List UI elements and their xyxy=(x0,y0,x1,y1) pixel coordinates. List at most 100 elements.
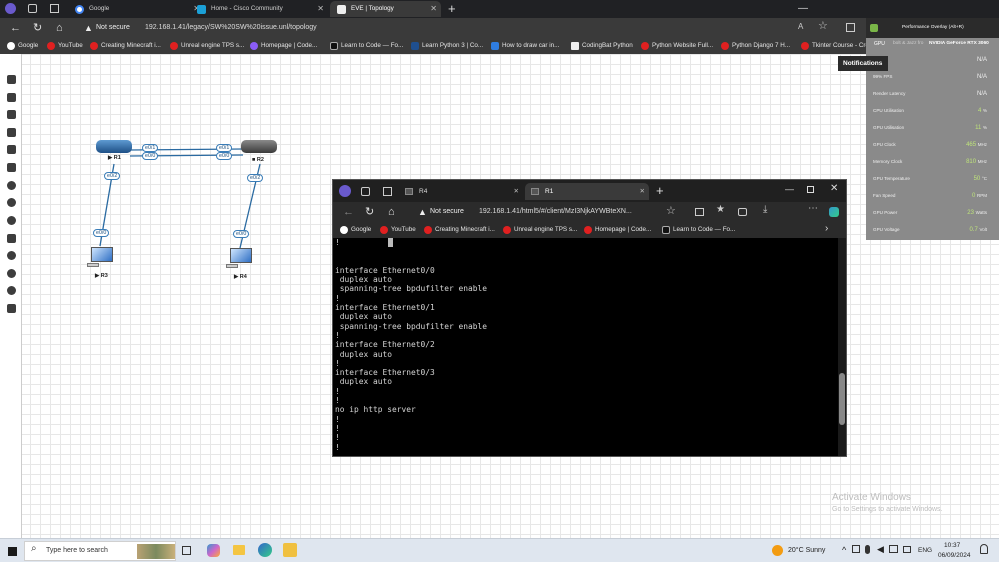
scrollbar-thumb[interactable] xyxy=(839,373,845,425)
close-tab-icon[interactable]: ✕ xyxy=(317,4,324,13)
bookmark[interactable]: Google xyxy=(339,224,371,236)
zoom-icon[interactable] xyxy=(7,198,16,207)
logout-icon[interactable] xyxy=(7,304,16,313)
bookmark[interactable]: YouTube xyxy=(379,224,416,236)
home-icon[interactable]: ⌂ xyxy=(388,206,395,218)
terminal-console[interactable]: ! interface Ethernet0/0 duplex auto span… xyxy=(333,238,838,456)
bookmark[interactable]: Learn Python 3 | Co... xyxy=(410,40,483,52)
tab-actions-icon[interactable] xyxy=(50,4,59,13)
networks-icon[interactable] xyxy=(7,110,16,119)
copilot-taskbar-icon[interactable] xyxy=(207,544,220,557)
close-window-button[interactable]: ✕ xyxy=(830,183,839,194)
read-aloud-icon[interactable]: A xyxy=(798,22,804,31)
bookmark[interactable]: Homepage | Code... xyxy=(583,224,651,236)
volume-icon[interactable]: ◀ xyxy=(877,544,884,554)
copilot-icon[interactable] xyxy=(829,207,839,217)
security-label[interactable]: Not secure xyxy=(96,24,130,31)
weather-text[interactable]: 20°C Sunny xyxy=(788,547,826,554)
interface-label[interactable]: e0/2 xyxy=(247,174,264,182)
new-tab-button[interactable]: + xyxy=(656,183,664,198)
notifications-panel[interactable]: Notifications xyxy=(838,56,888,71)
bookmark[interactable]: Python Django 7 H... xyxy=(720,40,790,52)
router-r2[interactable] xyxy=(241,140,277,156)
workspaces-icon[interactable] xyxy=(28,4,37,13)
bookmark[interactable]: Tkinter Course - Cre... xyxy=(800,40,874,52)
clock-date[interactable]: 06/09/2024 xyxy=(938,552,971,559)
terminal-scrollbar[interactable] xyxy=(838,238,846,456)
power-icon[interactable] xyxy=(7,286,16,295)
windows-start-icon[interactable] xyxy=(8,547,17,556)
favorite-star-icon[interactable]: ☆ xyxy=(666,205,676,217)
collections-icon[interactable] xyxy=(738,208,747,216)
more-menu-icon[interactable]: ⋯ xyxy=(808,203,818,214)
pc-r3[interactable] xyxy=(87,247,115,269)
home-icon[interactable]: ⌂ xyxy=(56,22,63,34)
tab-google[interactable]: Google✕ xyxy=(68,1,204,17)
pc-r4[interactable] xyxy=(226,248,254,270)
address-field[interactable]: 192.168.1.41/html5/#/client/MzI3NjkAYWBt… xyxy=(479,208,632,215)
bookmark[interactable]: Creating Minecraft i... xyxy=(423,224,495,236)
add-object-icon[interactable] xyxy=(7,75,16,84)
network-icon[interactable] xyxy=(852,545,860,553)
wifi-icon[interactable] xyxy=(889,545,898,553)
refresh-topology-icon[interactable] xyxy=(7,181,16,190)
interface-label[interactable]: e0/0 xyxy=(233,230,250,238)
language-indicator[interactable]: ENG xyxy=(918,547,933,554)
notification-bell-icon[interactable] xyxy=(980,544,988,554)
status-icon[interactable] xyxy=(7,216,16,225)
app-icon[interactable] xyxy=(283,543,297,557)
back-icon[interactable]: ← xyxy=(10,22,21,34)
bookmark[interactable]: Python Website Full... xyxy=(640,40,713,52)
bookmark[interactable]: Creating Minecraft i... xyxy=(89,40,161,52)
refresh-icon[interactable]: ↻ xyxy=(33,22,43,34)
edge-icon[interactable] xyxy=(258,543,272,557)
tab-eve-topology[interactable]: EVE | Topology✕ xyxy=(330,1,441,17)
bookmark[interactable]: Learn to Code — Fo... xyxy=(329,40,403,52)
list-icon[interactable] xyxy=(7,145,16,154)
tab-r4[interactable]: R4 ✕ xyxy=(399,183,523,200)
close-tab-icon[interactable]: ✕ xyxy=(639,188,645,195)
lab-details-icon[interactable] xyxy=(7,234,16,243)
node-label-r2[interactable]: ■ R2 xyxy=(252,157,264,163)
tab-r1[interactable]: R1 ✕ xyxy=(525,183,649,200)
bookmark[interactable]: How to draw car in... xyxy=(490,40,559,52)
split-screen-icon[interactable] xyxy=(846,23,855,32)
maximize-button[interactable] xyxy=(807,186,814,193)
back-icon[interactable]: ← xyxy=(343,206,354,218)
gpu-tab[interactable]: GPU xyxy=(874,41,885,47)
interface-label[interactable]: e0/2 xyxy=(104,172,121,180)
battery-icon[interactable] xyxy=(903,546,911,553)
node-label-r1[interactable]: ▶ R1 xyxy=(108,155,121,161)
bookmark[interactable]: Homepage | Code... xyxy=(249,40,317,52)
interface-label[interactable]: e0/0 xyxy=(216,152,233,160)
tray-overflow-icon[interactable]: ^ xyxy=(842,545,847,555)
node-label-r4[interactable]: ▶ R4 xyxy=(234,274,247,280)
text-icon[interactable] xyxy=(7,163,16,172)
lock-icon[interactable] xyxy=(7,251,16,260)
tab-cisco[interactable]: Home - Cisco Community✕ xyxy=(190,1,328,17)
workspaces-icon[interactable] xyxy=(361,187,370,196)
minimize-button[interactable]: — xyxy=(798,3,808,14)
topology-canvas[interactable]: ▶ R1 ■ R2 e0/1 e0/0 e0/1 e0/0 e0/2 e0/2 … xyxy=(0,54,999,538)
bookmark[interactable]: Unreal engine TPS s... xyxy=(169,40,244,52)
startup-config-icon[interactable] xyxy=(7,128,16,137)
router-r1[interactable] xyxy=(96,140,132,156)
file-explorer-icon[interactable] xyxy=(233,545,245,555)
new-tab-button[interactable]: + xyxy=(448,1,456,16)
favorites-icon[interactable]: ★ xyxy=(716,204,725,215)
bookmark[interactable]: Unreal engine TPS s... xyxy=(502,224,577,236)
interface-label[interactable]: e0/1 xyxy=(216,144,233,152)
close-tab-icon[interactable]: ✕ xyxy=(513,188,519,195)
downloads-icon[interactable]: ⤓ xyxy=(763,204,768,215)
browser-menu-icon[interactable] xyxy=(5,3,16,14)
bookmark[interactable]: YouTube xyxy=(46,40,83,52)
bookmark[interactable]: CodingBat Python xyxy=(570,40,633,52)
security-label[interactable]: Not secure xyxy=(430,208,464,215)
bookmark[interactable]: Learn to Code — Fo... xyxy=(661,224,735,236)
address-field[interactable]: 192.168.1.41/legacy/SW%20SW%20issue.unl/… xyxy=(145,24,317,31)
chevron-right-icon[interactable]: › xyxy=(825,223,829,234)
tab-actions-icon[interactable] xyxy=(383,187,392,196)
node-label-r3[interactable]: ▶ R3 xyxy=(95,273,108,279)
minimize-button[interactable]: — xyxy=(785,184,794,194)
close-tab-icon[interactable]: ✕ xyxy=(193,1,200,17)
